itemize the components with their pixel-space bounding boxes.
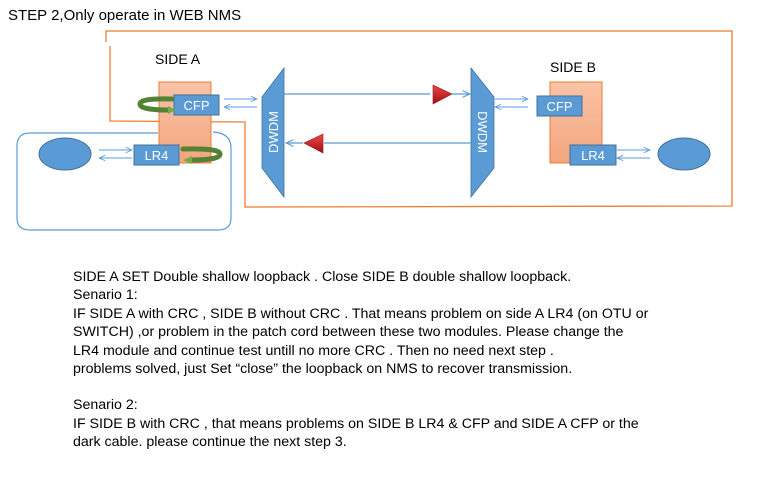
- amplifier-b-to-a: [303, 133, 324, 154]
- instruction-line-1: SIDE A SET Double shallow loopback . Clo…: [73, 269, 572, 285]
- side-a-cfp-module: [173, 94, 220, 116]
- scenario-1-line: IF SIDE A with CRC , SIDE B without CRC …: [73, 305, 649, 322]
- side-b-cfp-label: CFP: [547, 99, 573, 114]
- side-b-domain-outline: [105, 30, 733, 208]
- scenario-2-line: dark cable. please continue the next ste…: [73, 434, 347, 451]
- amplifier-a-to-b: [432, 84, 453, 105]
- network-diagram: SIDE A SIDE B CFP LR4 CFP LR4 DWDM DWDM: [16, 30, 733, 231]
- side-b-lr4-module: [569, 144, 617, 166]
- dwdm-a-mux: [261, 66, 285, 199]
- side-b-lr4-label: LR4: [581, 148, 605, 163]
- side-a-cfp-label: CFP: [184, 98, 210, 113]
- dwdm-b-mux: [470, 66, 495, 199]
- scenario-2-title: Senario 2:: [73, 397, 138, 414]
- scenario-1-line: LR4 module and continue test untill no m…: [73, 342, 554, 359]
- scenario-2-line: IF SIDE B with CRC , that means problems…: [73, 415, 639, 432]
- dwdm-b-label: DWDM: [475, 111, 490, 153]
- side-b-label: SIDE B: [550, 59, 596, 75]
- side-a-client-outline: [16, 131, 232, 231]
- side-a-label: SIDE A: [155, 51, 201, 67]
- scenario-1-line: SWITCH) ,or problem in the patch cord be…: [73, 324, 624, 341]
- side-a-lr4-module: [133, 144, 180, 166]
- scenario-1-line: problems solved, just Set “close” the lo…: [73, 361, 573, 378]
- scenario-1-title: Senario 1:: [73, 287, 138, 304]
- dwdm-a-label: DWDM: [266, 111, 281, 153]
- instructions: SIDE A SET Double shallow loopback . Clo…: [73, 268, 648, 452]
- side-b-client-device: [657, 137, 711, 171]
- side-a-lr4-label: LR4: [145, 148, 169, 163]
- loopback-icon-lr4-a: [180, 146, 223, 164]
- step-title: STEP 2,Only operate in WEB NMS: [8, 7, 242, 24]
- side-a-client-device: [38, 137, 92, 171]
- side-b-cfp-module: [536, 95, 583, 117]
- loopback-icon-cfp-a: [137, 96, 176, 114]
